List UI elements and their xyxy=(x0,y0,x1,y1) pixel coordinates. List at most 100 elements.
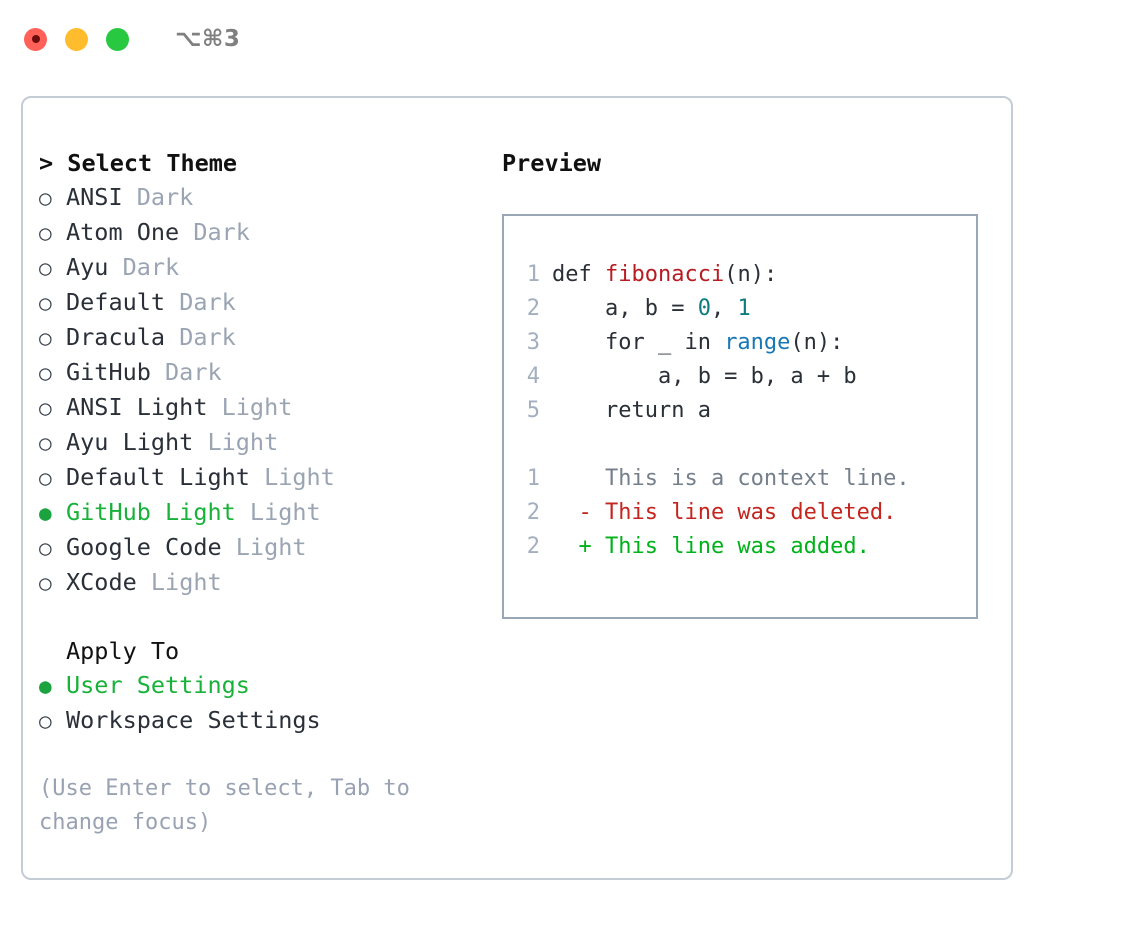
zoom-button[interactable] xyxy=(106,27,129,51)
diff-sample: 1 This is a context line. 2 - This line w… xyxy=(518,462,976,564)
apply-to-heading: Apply To xyxy=(66,637,180,665)
line-number: 1 xyxy=(526,262,540,287)
theme-option-default[interactable]: ○ Default Dark xyxy=(39,285,469,320)
code-content: for _ in range(n): xyxy=(552,326,843,360)
option-label: ANSI xyxy=(66,183,123,211)
option-label: Dracula xyxy=(66,323,166,351)
radio-unselected-icon: ○ xyxy=(39,291,52,315)
option-label: Google Code xyxy=(66,533,222,561)
title-bar: ⌥⌘3 xyxy=(0,0,1140,78)
option-label: Atom One xyxy=(66,218,180,246)
option-category: Light xyxy=(235,498,321,526)
token-fn: fibonacci xyxy=(604,262,725,287)
token-plain: a, b = b, a + b xyxy=(552,364,857,389)
apply-to-option-list: ●User Settings ○ Workspace Settings xyxy=(39,668,469,738)
line-number: 1 xyxy=(526,466,540,491)
diff-line-del: 2 - This line was deleted. xyxy=(518,496,976,530)
radio-unselected-icon: ○ xyxy=(39,396,52,420)
option-category: Dark xyxy=(179,218,250,246)
option-category: Light xyxy=(136,568,222,596)
token-plain: (n): xyxy=(724,262,778,287)
theme-option-github[interactable]: ○ GitHub Dark xyxy=(39,355,469,390)
option-category: Dark xyxy=(150,358,222,386)
token-num: 1 xyxy=(737,296,751,321)
theme-option-dracula[interactable]: ○ Dracula Dark xyxy=(39,320,469,355)
code-line: 2 a, b = 0, 1 xyxy=(518,292,976,326)
token-plain: a, b = xyxy=(552,296,698,321)
option-label: XCode xyxy=(66,568,137,596)
theme-option-github-light[interactable]: ● GitHub Light Light xyxy=(39,495,469,530)
token-plain: def xyxy=(552,262,605,287)
radio-selected-icon: ● xyxy=(39,501,52,525)
token-plain: , xyxy=(710,296,738,321)
radio-unselected-icon: ○ xyxy=(39,709,52,733)
section-spacer xyxy=(39,600,469,634)
option-label: Ayu Light xyxy=(66,428,194,456)
option-category: Dark xyxy=(122,183,194,211)
radio-unselected-icon: ○ xyxy=(39,221,52,245)
option-category: Light xyxy=(249,463,335,491)
window-controls xyxy=(24,27,129,51)
token-num: 0 xyxy=(697,296,711,321)
theme-option-google-code[interactable]: ○Google Code Light xyxy=(39,530,469,565)
apply-option-workspace-settings[interactable]: ○ Workspace Settings xyxy=(39,703,469,738)
code-content: return a xyxy=(552,394,711,428)
line-number: 3 xyxy=(526,330,540,355)
option-category: Dark xyxy=(165,323,236,351)
radio-unselected-icon: ○ xyxy=(39,361,52,385)
radio-unselected-icon: ○ xyxy=(39,256,52,280)
theme-option-list: ○ANSI Dark○Atom One Dark○Ayu Dark○Defaul… xyxy=(39,180,469,600)
token-plain: for _ in xyxy=(552,330,725,355)
theme-option-ayu[interactable]: ○Ayu Dark xyxy=(39,250,469,285)
minimize-button[interactable] xyxy=(65,27,88,51)
option-label: GitHub Light xyxy=(66,498,236,526)
option-label: GitHub xyxy=(66,358,151,386)
keyboard-shortcut-label: ⌥⌘3 xyxy=(175,26,241,52)
option-category: Light xyxy=(193,428,279,456)
diff-content: This is a context line. xyxy=(552,466,910,491)
line-number: 2 xyxy=(526,500,540,525)
radio-unselected-icon: ○ xyxy=(39,186,52,210)
left-panel: > Select Theme ○ANSI Dark○Atom One Dark○… xyxy=(39,146,469,840)
option-label: Workspace Settings xyxy=(66,706,321,734)
keyboard-hint-text: (Use Enter to select, Tab to change focu… xyxy=(39,776,424,835)
theme-option-ansi-light[interactable]: ○ ANSI Light Light xyxy=(39,390,469,425)
code-line: 3 for _ in range(n): xyxy=(518,326,976,360)
code-content: a, b = 0, 1 xyxy=(552,292,751,326)
line-number: 5 xyxy=(526,398,540,423)
line-number: 2 xyxy=(526,296,540,321)
option-label: ANSI Light xyxy=(66,393,208,421)
theme-option-ansi[interactable]: ○ ANSI Dark xyxy=(39,180,469,215)
token-plain: (n): xyxy=(790,330,844,355)
diff-line-add: 2 + This line was added. xyxy=(518,530,976,564)
close-button[interactable] xyxy=(24,27,47,51)
theme-option-xcode[interactable]: ○XCode Light xyxy=(39,565,469,600)
line-number: 2 xyxy=(526,534,540,559)
code-content: def fibonacci(n): xyxy=(552,258,777,292)
preview-heading: Preview xyxy=(502,149,602,177)
option-label: Default xyxy=(66,288,166,316)
radio-unselected-icon: ○ xyxy=(39,466,52,490)
radio-unselected-icon: ○ xyxy=(39,326,52,350)
theme-option-ayu-light[interactable]: ○Ayu Light Light xyxy=(39,425,469,460)
option-label: Default Light xyxy=(66,463,250,491)
diff-content: - This line was deleted. xyxy=(552,500,897,525)
option-category: Light xyxy=(207,393,293,421)
code-diff-spacer xyxy=(518,428,976,462)
code-line: 4 a, b = b, a + b xyxy=(518,360,976,394)
apply-option-user-settings[interactable]: ●User Settings xyxy=(39,668,469,703)
select-theme-heading: > Select Theme xyxy=(39,149,238,177)
theme-option-atom-one[interactable]: ○ Atom One Dark xyxy=(39,215,469,250)
code-line: 5 return a xyxy=(518,394,976,428)
theme-option-default-light[interactable]: ○ Default Light Light xyxy=(39,460,469,495)
code-content: a, b = b, a + b xyxy=(552,360,857,394)
token-builtin: range xyxy=(724,330,791,355)
option-category: Light xyxy=(221,533,307,561)
option-category: Dark xyxy=(108,253,180,281)
option-category: Dark xyxy=(165,288,236,316)
diff-content: + This line was added. xyxy=(552,534,870,559)
